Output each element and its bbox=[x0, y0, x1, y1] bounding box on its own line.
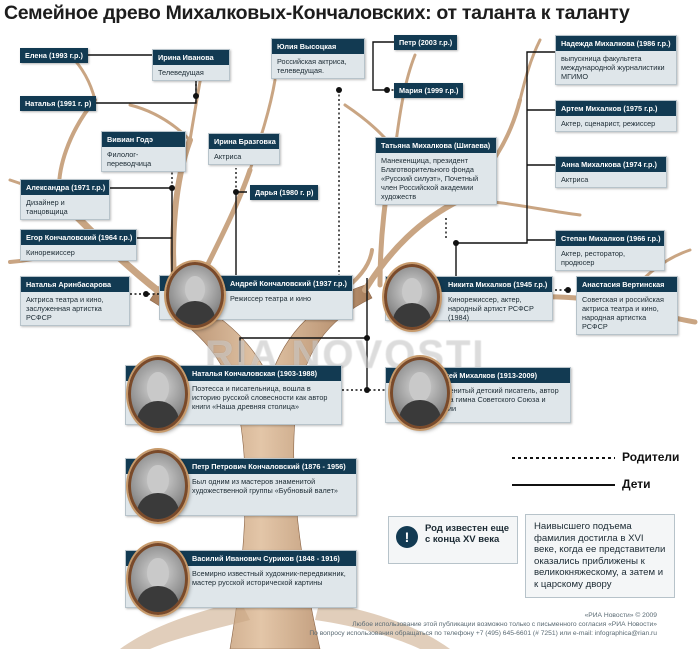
tag-natalya: Наталья (1991 г. р) bbox=[20, 96, 97, 111]
card-desc: Режиссер театра и кино bbox=[230, 294, 312, 303]
card-name: Анастасия Вертинская bbox=[577, 277, 677, 292]
tag-maria: Мария (1999 г.р.) bbox=[394, 83, 464, 98]
card-desc: Телеведущая bbox=[158, 68, 204, 77]
card-nadezhda: Надежда Михалкова (1986 г.р.) выпускница… bbox=[555, 35, 677, 85]
card-egor: Егор Кончаловский (1964 г.р.) Кинорежисс… bbox=[20, 229, 137, 261]
credit-copyright: «РИА Новости» © 2009 bbox=[584, 612, 657, 619]
tree-roots bbox=[120, 600, 450, 649]
card-name: Наталья Аринбасарова bbox=[21, 277, 129, 292]
card-stepan: Степан Михалков (1966 г.р.) Актер, ресто… bbox=[555, 230, 665, 271]
portrait-vasily bbox=[128, 543, 188, 615]
portrait-andrei bbox=[166, 262, 224, 328]
card-desc: Российская актриса, телеведущая. bbox=[277, 57, 347, 75]
note-rod: ! Род известен еще с конца XV века bbox=[388, 516, 518, 564]
card-desc: Всемирно известный художник-передвижник,… bbox=[192, 569, 346, 587]
card-desc: Советская и российская актриса театра и … bbox=[582, 295, 664, 331]
tag-petr: Петр (2003 г.р.) bbox=[394, 35, 458, 50]
card-name: Александра (1971 г.р.) bbox=[21, 180, 109, 195]
portrait-petr-p bbox=[128, 450, 188, 522]
card-desc: Филолог-переводчица bbox=[107, 150, 152, 168]
portrait-nikita bbox=[384, 264, 440, 330]
card-name: Юлия Высоцкая bbox=[272, 39, 364, 54]
card-anastasia: Анастасия Вертинская Советская и российс… bbox=[576, 276, 678, 335]
card-desc: Кинорежиссер bbox=[26, 248, 75, 257]
card-irina-ivanova: Ирина Иванова Телеведущая bbox=[152, 49, 230, 81]
card-name: Татьяна Михалкова (Шигаева) bbox=[376, 138, 496, 153]
card-desc: Актриса bbox=[214, 152, 242, 161]
connector-dots bbox=[143, 87, 571, 393]
card-irina-braz: Ирина Бразговка Актриса bbox=[208, 133, 280, 165]
note-rod-text: Род известен еще с конца XV века bbox=[425, 523, 510, 545]
card-name: Вивиан Годэ bbox=[102, 132, 185, 147]
card-desc: Актер, ресторатор, продюсер bbox=[561, 249, 626, 267]
card-arinbasarova: Наталья Аринбасарова Актриса театра и ки… bbox=[20, 276, 130, 326]
card-desc: Был одним из мастеров знаменитой художес… bbox=[192, 477, 338, 495]
tag-darya: Дарья (1980 г. р) bbox=[250, 185, 319, 200]
card-artem: Артем Михалков (1975 г.р.) Актер, сценар… bbox=[555, 100, 677, 132]
credit-usage: Любое использование этой публикации возм… bbox=[352, 621, 657, 628]
exclamation-icon: ! bbox=[396, 526, 418, 548]
legend-parents: Родители bbox=[622, 450, 680, 464]
card-desc: Актриса bbox=[561, 175, 589, 184]
card-anna: Анна Михалкова (1974 г.р.) Актриса bbox=[555, 156, 667, 188]
card-desc: Кинорежиссер, актер, народный артист РСФ… bbox=[448, 295, 534, 322]
card-yulia: Юлия Высоцкая Российская актриса, телеве… bbox=[271, 38, 365, 79]
card-name: Надежда Михалкова (1986 г.р.) bbox=[556, 36, 676, 51]
card-desc: Манекенщица, президент Благотворительног… bbox=[381, 156, 479, 201]
card-desc: выпускница факультета международной журн… bbox=[561, 54, 665, 81]
card-desc: Дизайнер и танцовщица bbox=[26, 198, 68, 216]
card-tatyana: Татьяна Михалкова (Шигаева) Манекенщица,… bbox=[375, 137, 497, 205]
card-name: Ирина Иванова bbox=[153, 50, 229, 65]
card-vivian: Вивиан Годэ Филолог-переводчица bbox=[101, 131, 186, 172]
legend-lines bbox=[512, 457, 615, 486]
note-main: Наивысшего подъема фамилия достигла в XV… bbox=[525, 514, 675, 598]
legend-children: Дети bbox=[622, 477, 651, 491]
portrait-sergei bbox=[390, 357, 450, 429]
card-name: Егор Кончаловский (1964 г.р.) bbox=[21, 230, 136, 245]
card-name: Степан Михалков (1966 г.р.) bbox=[556, 231, 664, 246]
tag-elena: Елена (1993 г.р.) bbox=[20, 48, 88, 63]
card-desc: Поэтесса и писательница, вошла в историю… bbox=[192, 384, 328, 411]
card-name: Ирина Бразговка bbox=[209, 134, 279, 149]
card-alexandra: Александра (1971 г.р.) Дизайнер и танцов… bbox=[20, 179, 110, 220]
card-name: Артем Михалков (1975 г.р.) bbox=[556, 101, 676, 116]
page-title: Семейное древо Михалковых-Кончаловских: … bbox=[4, 2, 630, 24]
card-name: Анна Михалкова (1974 г.р.) bbox=[556, 157, 666, 172]
portrait-natalya-k bbox=[128, 357, 188, 431]
card-desc: Актер, сценарист, режиссер bbox=[561, 119, 656, 128]
credit-contact: По вопросу использования обращаться по т… bbox=[309, 630, 657, 637]
card-desc: Актриса театра и кино, заслуженная артис… bbox=[26, 295, 104, 322]
